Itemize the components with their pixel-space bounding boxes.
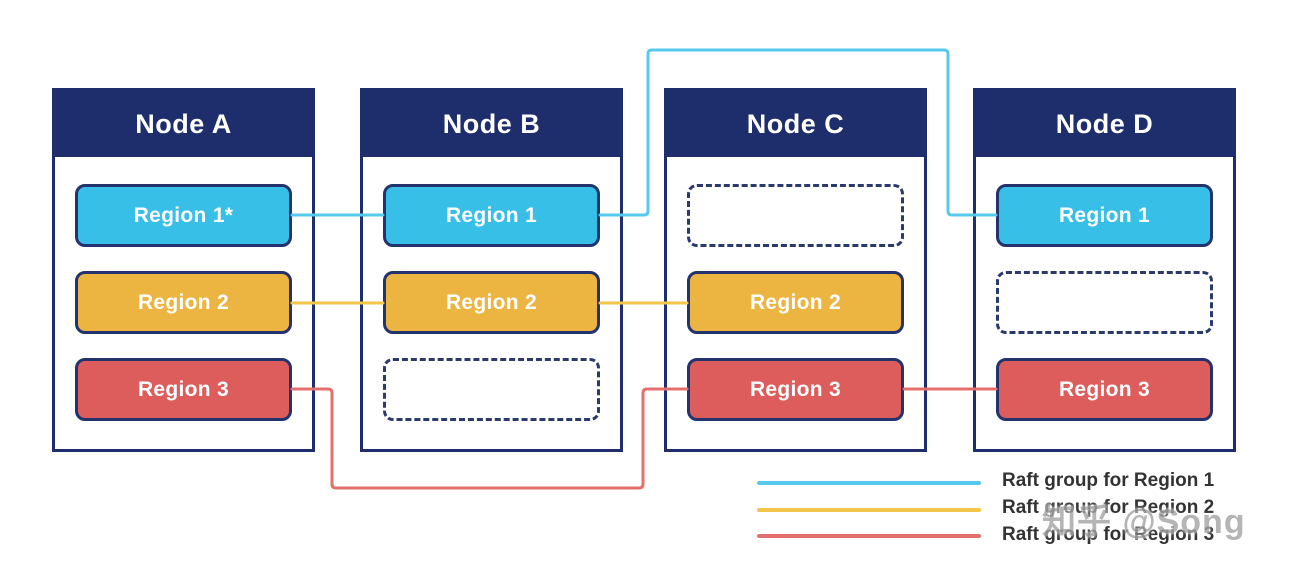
node-c-body: Region 2 Region 3	[667, 157, 924, 421]
legend-label-region1: Raft group for Region 1	[1002, 470, 1215, 491]
node-d-region-1: Region 1	[996, 184, 1213, 247]
node-a-body: Region 1* Region 2 Region 3	[55, 157, 312, 421]
legend-label-region3: Raft group for Region 3	[1002, 524, 1215, 545]
node-d-region-3: Region 3	[996, 358, 1213, 421]
legend-line-region3	[757, 534, 981, 538]
node-d-box: Node D Region 1 Region 3	[973, 88, 1236, 452]
node-a-region-3: Region 3	[75, 358, 292, 421]
node-d-body: Region 1 Region 3	[976, 157, 1233, 421]
legend-line-region1	[757, 481, 981, 485]
node-a-box: Node A Region 1* Region 2 Region 3	[52, 88, 315, 452]
legend-label-region2: Raft group for Region 2	[1002, 497, 1215, 518]
node-b-body: Region 1 Region 2	[363, 157, 620, 421]
node-b-box: Node B Region 1 Region 2	[360, 88, 623, 452]
node-b-title: Node B	[363, 91, 620, 157]
node-c-empty-slot	[687, 184, 904, 247]
zhihu-watermark: 知乎 @Song	[1042, 503, 1246, 541]
node-b-empty-slot	[383, 358, 600, 421]
node-c-region-2: Region 2	[687, 271, 904, 334]
node-c-title: Node C	[667, 91, 924, 157]
node-b-region-2: Region 2	[383, 271, 600, 334]
node-a-region-2: Region 2	[75, 271, 292, 334]
node-d-title: Node D	[976, 91, 1233, 157]
node-d-empty-slot	[996, 271, 1213, 334]
node-c-box: Node C Region 2 Region 3	[664, 88, 927, 452]
node-c-region-3: Region 3	[687, 358, 904, 421]
node-b-region-1: Region 1	[383, 184, 600, 247]
legend-line-region2	[757, 508, 981, 512]
node-a-title: Node A	[55, 91, 312, 157]
node-a-region-1-leader: Region 1*	[75, 184, 292, 247]
